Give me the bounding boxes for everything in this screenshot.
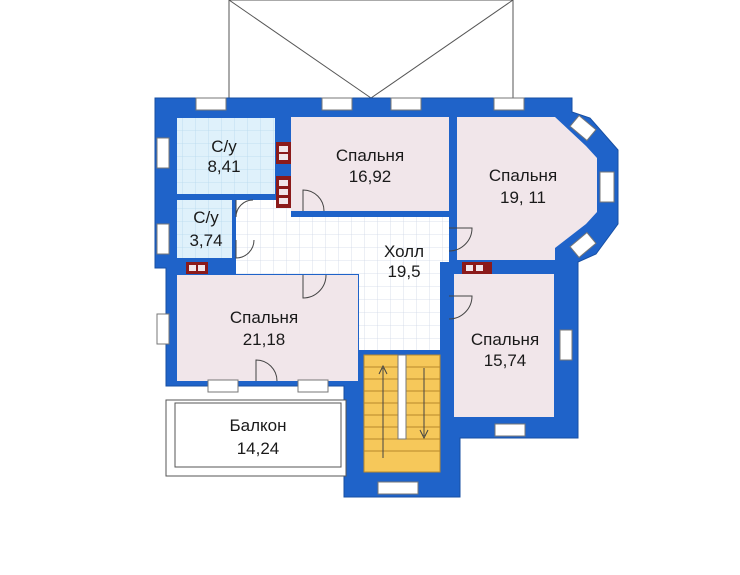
room-label-bedroom-2: Спальня 19, 11 [489, 166, 557, 207]
room-bedroom-2 [457, 117, 597, 260]
room-area: 3,74 [189, 231, 222, 250]
staircase [363, 354, 441, 473]
room-area: 8,41 [207, 157, 240, 176]
chimney-vents [186, 142, 492, 274]
room-name: Спальня [489, 166, 557, 185]
room-area: 16,92 [349, 167, 392, 186]
room-name: Спальня [336, 146, 404, 165]
room-name: С/у [193, 208, 219, 227]
room-label-bath-2: С/у 3,74 [189, 208, 222, 250]
room-bedroom-3 [177, 275, 358, 381]
balcony [165, 399, 347, 477]
windows [156, 97, 615, 495]
roof-outline [228, 0, 514, 99]
room-name: Спальня [471, 330, 539, 349]
room-name: Спальня [230, 308, 298, 327]
room-area: 14,24 [237, 439, 280, 458]
room-hall [236, 200, 449, 350]
room-name: Холл [384, 242, 424, 261]
room-label-bath-1: С/у 8,41 [207, 137, 240, 176]
room-label-bedroom-1: Спальня 16,92 [336, 146, 404, 186]
room-label-balcony: Балкон 14,24 [229, 416, 286, 458]
room-area: 19, 11 [500, 188, 546, 207]
room-name: С/у [211, 137, 237, 156]
room-area: 19,5 [387, 262, 420, 281]
room-label-hall: Холл 19,5 [384, 242, 424, 281]
room-bath-1 [177, 118, 275, 194]
room-bath-2 [177, 200, 232, 258]
room-label-bedroom-3: Спальня 21,18 [230, 308, 298, 349]
doors [235, 189, 473, 382]
room-label-bedroom-4: Спальня 15,74 [471, 330, 539, 370]
room-bedroom-4 [454, 274, 554, 417]
room-area: 21,18 [243, 330, 286, 349]
room-area: 15,74 [484, 351, 527, 370]
room-name: Балкон [229, 416, 286, 435]
